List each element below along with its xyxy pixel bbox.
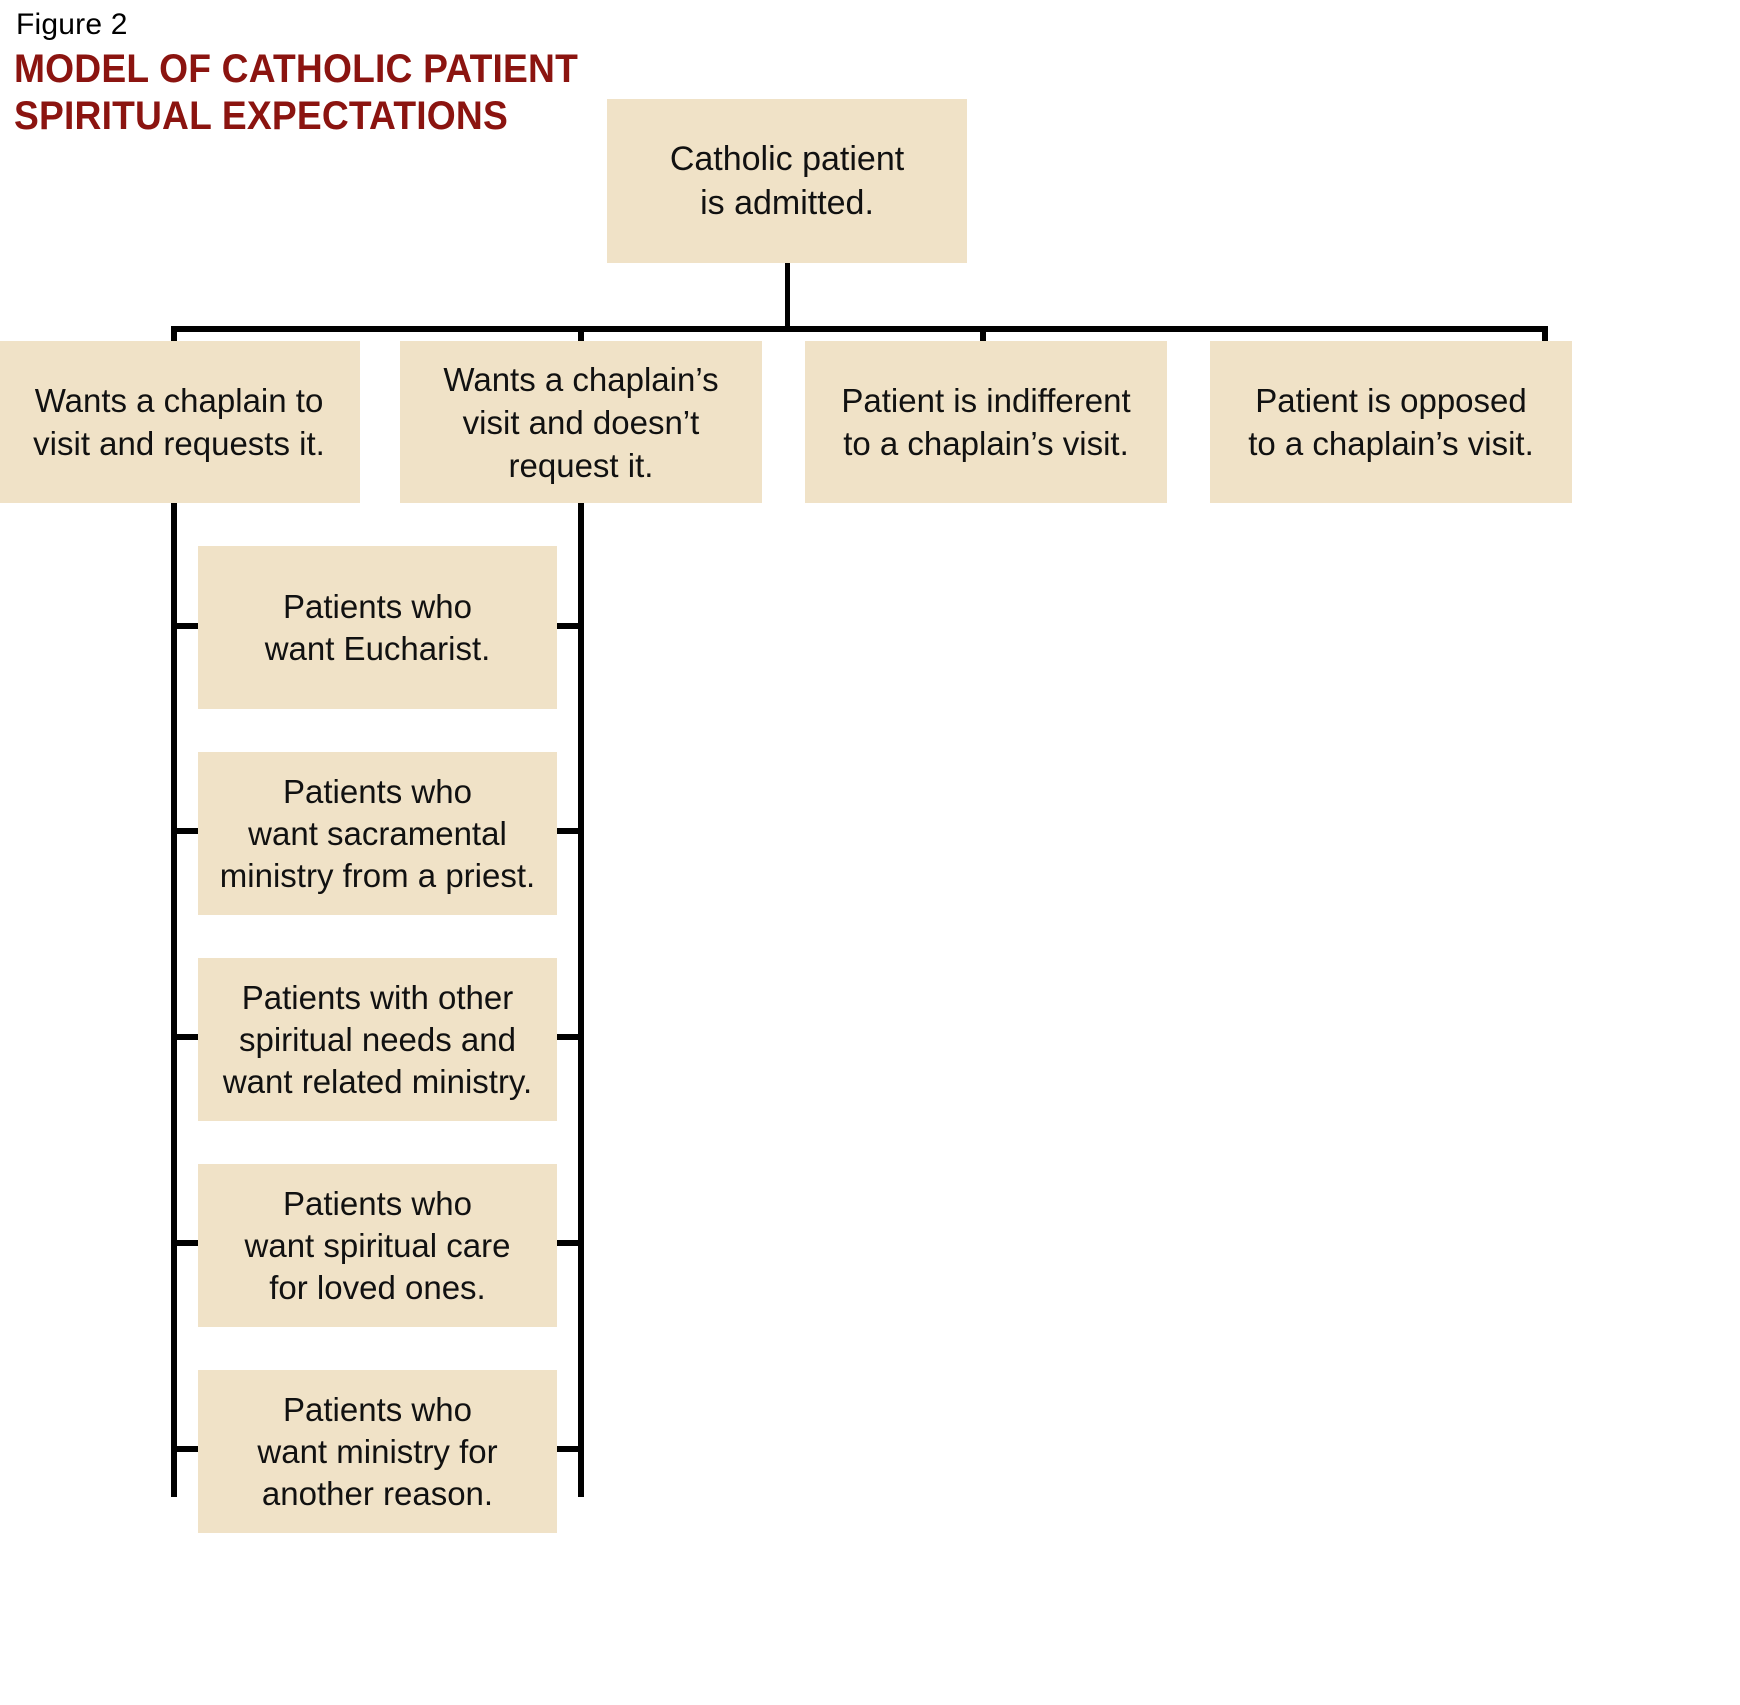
connector-tick-right-leaf-5 bbox=[553, 1446, 584, 1452]
connector-tick-left-leaf-3 bbox=[171, 1034, 204, 1040]
connector-tick-right-leaf-1 bbox=[553, 623, 584, 629]
node-want-eucharist: Patients who want Eucharist. bbox=[198, 546, 557, 709]
connector-level1-bus bbox=[171, 326, 1548, 332]
connector-tick-left-leaf-4 bbox=[171, 1240, 204, 1246]
connector-spine-left bbox=[171, 503, 177, 1497]
connector-drop-level1-b bbox=[578, 326, 584, 344]
node-spiritual-care-loved-ones: Patients who want spiritual care for lov… bbox=[198, 1164, 557, 1327]
connector-tick-right-leaf-3 bbox=[553, 1034, 584, 1040]
node-catholic-patient-admitted: Catholic patient is admitted. bbox=[607, 99, 967, 263]
node-wants-chaplain-requests: Wants a chaplain to visit and requests i… bbox=[0, 341, 360, 503]
figure-title: MODEL OF CATHOLIC PATIENT SPIRITUAL EXPE… bbox=[14, 47, 579, 138]
node-other-spiritual-needs: Patients with other spiritual needs and … bbox=[198, 958, 557, 1121]
connector-spine-right bbox=[578, 503, 584, 1497]
connector-tick-right-leaf-2 bbox=[553, 828, 584, 834]
figure-number-label: Figure 2 bbox=[16, 8, 128, 41]
connector-tick-left-leaf-5 bbox=[171, 1446, 204, 1452]
node-patient-indifferent: Patient is indifferent to a chaplain’s v… bbox=[805, 341, 1167, 503]
connector-drop-level1-c bbox=[980, 326, 986, 344]
node-ministry-another-reason: Patients who want ministry for another r… bbox=[198, 1370, 557, 1533]
connector-tick-left-leaf-2 bbox=[171, 828, 204, 834]
connector-tick-right-leaf-4 bbox=[553, 1240, 584, 1246]
connector-drop-level1-a bbox=[171, 326, 177, 344]
connector-tick-left-leaf-1 bbox=[171, 623, 204, 629]
node-wants-chaplain-no-request: Wants a chaplain’s visit and doesn’t req… bbox=[400, 341, 762, 503]
node-patient-opposed: Patient is opposed to a chaplain’s visit… bbox=[1210, 341, 1572, 503]
connector-root-stem bbox=[785, 263, 790, 331]
connector-drop-level1-d bbox=[1542, 326, 1548, 344]
node-want-sacramental-ministry: Patients who want sacramental ministry f… bbox=[198, 752, 557, 915]
